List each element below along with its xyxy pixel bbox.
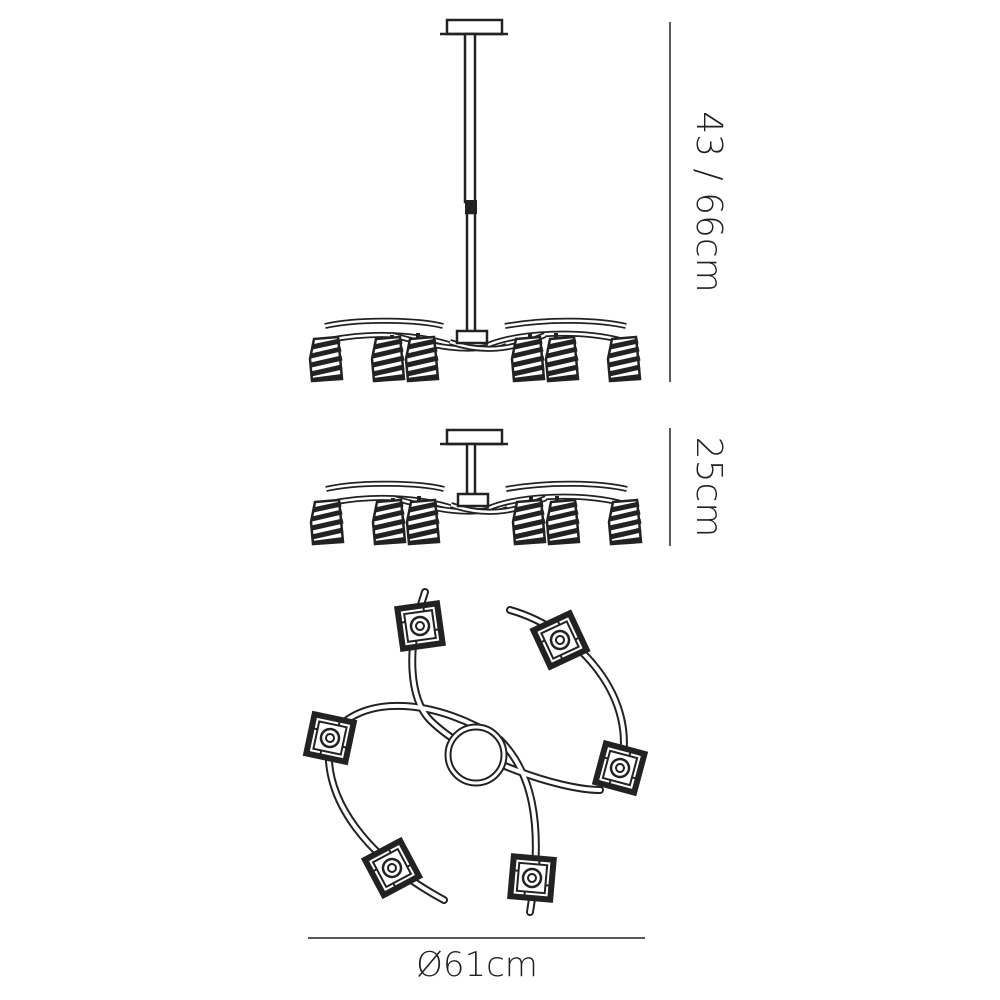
pendant-height-label: 43 / 66cm [688, 111, 729, 293]
flush-height-label: 25cm [688, 437, 729, 538]
flush-view [311, 428, 641, 544]
pendant-view [310, 18, 640, 381]
diameter-label: Ø61cm [416, 945, 538, 985]
top-view [306, 592, 644, 912]
